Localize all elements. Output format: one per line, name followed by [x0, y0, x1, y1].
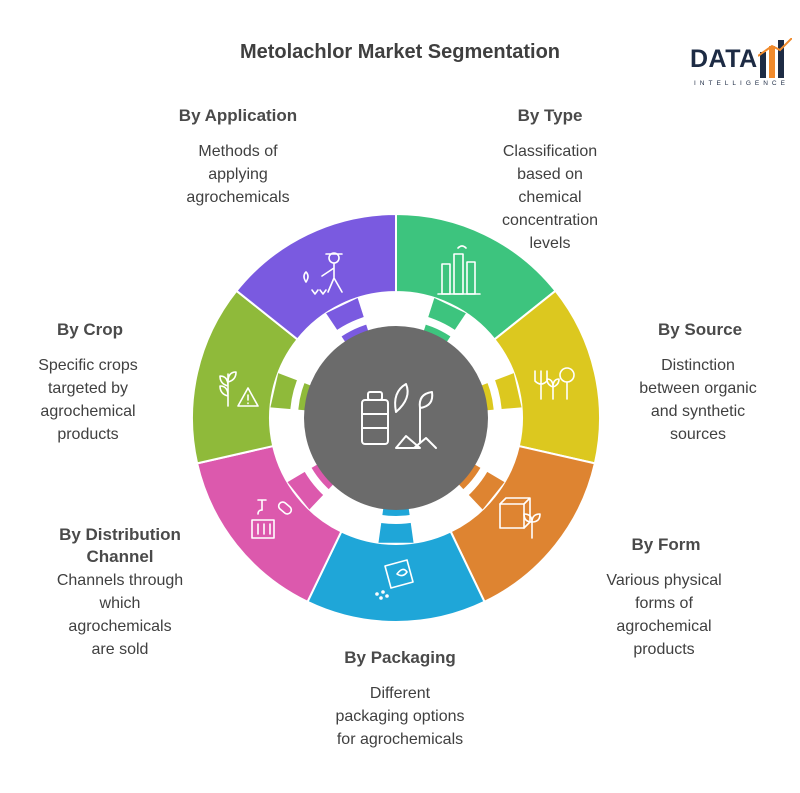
page-title: Metolachlor Market Segmentation [239, 41, 561, 63]
gap-ring [290, 312, 502, 524]
segment-connector-distribution [287, 463, 335, 510]
logo-word: DATA [690, 45, 758, 73]
heading-by-application: By Application [178, 106, 298, 125]
center-hub [304, 326, 488, 510]
agrochemical-bottle-leaf-icon [361, 383, 437, 449]
segment-connector-type [423, 297, 466, 344]
segment-connector-form [457, 463, 505, 510]
plant-source-icon [534, 367, 575, 400]
segment-application [235, 212, 397, 341]
brand-logo: DATA INTELLIGENCE [686, 34, 796, 94]
heading-by-type: By Type [517, 106, 583, 125]
crop-warning-icon [219, 371, 259, 407]
crane-crate-icon [251, 499, 293, 539]
box-sprout-icon [499, 497, 541, 539]
segment-connector-application [326, 297, 369, 344]
factory-icon [437, 245, 481, 295]
segment-connector-packaging [378, 507, 414, 543]
farmer-sowing-icon [303, 252, 343, 295]
heading-by-crop: By Crop [56, 320, 124, 339]
logo-subtitle: INTELLIGENCE [694, 80, 789, 87]
logo-bars-icon [758, 38, 792, 78]
seed-packet-icon [375, 559, 414, 600]
heading-by-packaging: By Packaging [344, 648, 456, 667]
heading-by-source: By Source [657, 320, 743, 339]
heading-by-form: By Form [631, 535, 701, 554]
